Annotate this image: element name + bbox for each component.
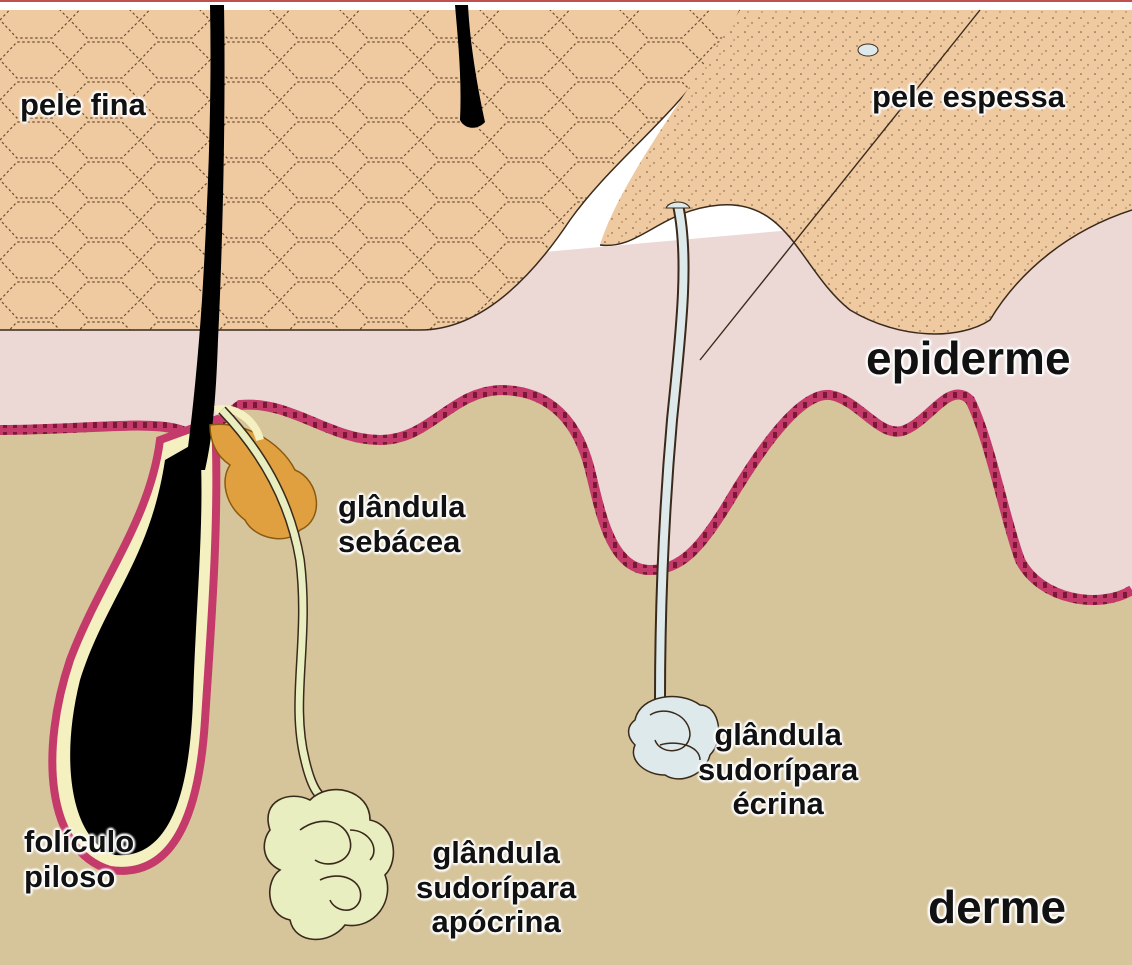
label-thick-skin: pele espessa (872, 80, 1065, 115)
label-apocrine-line3: apócrina (416, 905, 576, 940)
label-eccrine-line1: glândula (698, 718, 858, 753)
label-apocrine: glândula sudorípara apócrina (416, 836, 576, 940)
label-follicle: folículo piloso (24, 825, 134, 894)
label-sebaceous-line1: glândula (338, 490, 465, 525)
label-dermis: derme (928, 882, 1066, 934)
label-thin-skin: pele fina (20, 88, 146, 123)
label-eccrine-line2: sudorípara (698, 753, 858, 788)
label-apocrine-line2: sudorípara (416, 871, 576, 906)
label-follicle-line1: folículo (24, 825, 134, 860)
sweat-pore (858, 44, 878, 56)
label-eccrine: glândula sudorípara écrina (698, 718, 858, 822)
label-eccrine-line3: écrina (698, 787, 858, 822)
label-sebaceous-line2: sebácea (338, 525, 465, 560)
label-follicle-line2: piloso (24, 860, 134, 895)
label-sebaceous: glândula sebácea (338, 490, 465, 559)
label-epidermis: epiderme (866, 333, 1071, 385)
label-apocrine-line1: glândula (416, 836, 576, 871)
